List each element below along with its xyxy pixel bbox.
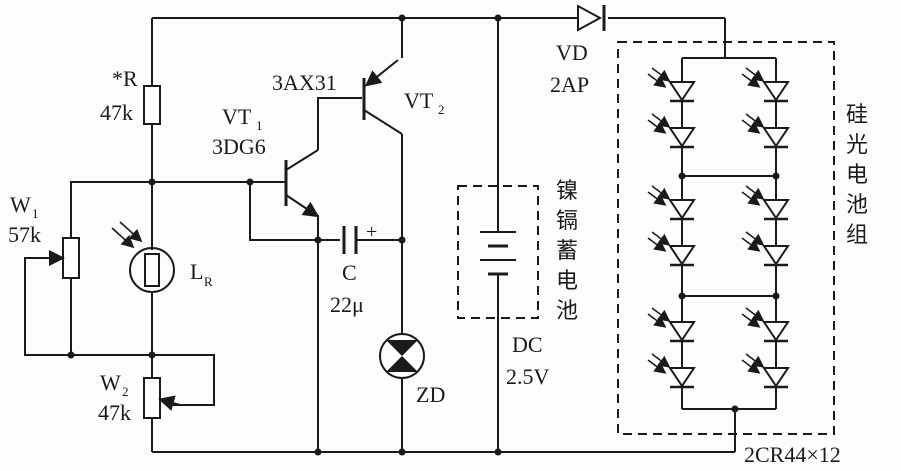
- label-zd: ZD: [416, 382, 445, 407]
- battery-label-char: 电: [556, 269, 578, 294]
- photocell-icon: [647, 307, 696, 343]
- photocell-icon: [741, 113, 790, 149]
- battery-label-char: 镍: [556, 179, 578, 204]
- label-vd-name: VD: [556, 40, 588, 65]
- label-r-value: 47k: [100, 100, 133, 125]
- node: [731, 405, 739, 413]
- w2-wiper-arrow-icon: [158, 395, 181, 411]
- photocell-icon: [647, 67, 696, 103]
- solar-dashed-box: [617, 41, 835, 435]
- resistor-r: [143, 85, 161, 125]
- light-arrow-icon: [119, 221, 143, 243]
- light-arrow-icon: [111, 227, 135, 249]
- wire: [317, 97, 362, 150]
- solar-cell-group: [647, 67, 790, 389]
- node: [772, 172, 780, 180]
- photocell-icon: [741, 67, 790, 103]
- label-lr-sub: R: [204, 274, 213, 289]
- node: [772, 292, 780, 300]
- wire: [249, 182, 340, 241]
- label-vt1-name: VT: [222, 104, 252, 129]
- label-lr-name: L: [190, 259, 203, 284]
- solar-label-char: 电: [846, 163, 868, 188]
- solar-label-char: 组: [846, 223, 868, 248]
- photocell-icon: [647, 113, 696, 149]
- photocell-icon: [741, 231, 790, 267]
- photocell-icon: [647, 231, 696, 267]
- label-dc-value: 2.5V: [506, 364, 550, 389]
- w1-wiper-wire: [24, 257, 71, 356]
- label-c-plus: +: [366, 221, 377, 243]
- diode-vd: [577, 4, 603, 32]
- vt2-collector: [363, 109, 403, 135]
- label-vt2-name: VT: [404, 88, 434, 113]
- label-vd-type: 2AP: [550, 72, 589, 97]
- label-vt1-sub: 1: [256, 118, 263, 133]
- label-w2-value: 47k: [98, 400, 131, 425]
- label-c-value: 22μ: [330, 292, 364, 317]
- label-vt2-sub: 2: [438, 102, 445, 117]
- photoresistor-body: [144, 253, 160, 287]
- label-dc-name: DC: [512, 332, 543, 357]
- label-w1-name: W: [10, 192, 31, 217]
- photocell-icon: [647, 185, 696, 221]
- label-w2-sub: 2: [122, 384, 129, 399]
- solar-label-char: 池: [846, 193, 868, 218]
- photocell-icon: [647, 353, 696, 389]
- vt1-collector: [285, 149, 319, 171]
- label-c-name: C: [342, 260, 357, 285]
- wire: [70, 181, 152, 238]
- label-w1-sub: 1: [32, 206, 39, 221]
- label-vt1-type: 3DG6: [212, 134, 266, 159]
- label-vt2-type: 3AX31: [272, 70, 337, 95]
- label-solar-type: 2CR44×12: [744, 442, 841, 467]
- lamp-cross: [386, 340, 418, 372]
- label-r-name: *R: [112, 66, 138, 91]
- node: [67, 351, 75, 359]
- photocell-icon: [741, 353, 790, 389]
- battery-label-char: 镉: [556, 209, 578, 234]
- potentiometer-w2: [143, 377, 161, 419]
- vt1-emitter-arrow-icon: [285, 194, 320, 218]
- solar-label-char: 硅: [846, 103, 868, 128]
- label-w1-value: 57k: [8, 222, 41, 247]
- node: [678, 172, 686, 180]
- battery-label-char: 池: [556, 299, 578, 324]
- photocell-icon: [741, 307, 790, 343]
- potentiometer-w1: [62, 237, 80, 279]
- node: [678, 292, 686, 300]
- photocell-icon: [741, 185, 790, 221]
- label-w2-name: W: [100, 370, 121, 395]
- w2-wiper-wire: [152, 354, 215, 406]
- solar-label-char: 光: [846, 133, 868, 158]
- battery-label-char: 蓄: [556, 239, 578, 264]
- vt2-emitter-arrow-icon: [364, 59, 399, 87]
